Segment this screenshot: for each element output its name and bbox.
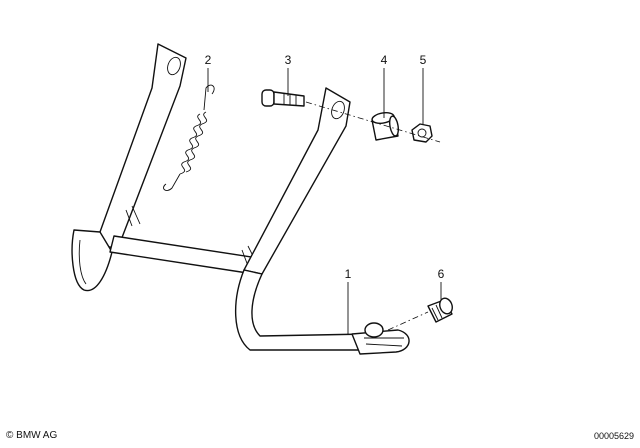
- callout-2: 2: [205, 53, 212, 67]
- rubber-buffer[interactable]: [427, 296, 454, 323]
- tension-spring[interactable]: [163, 84, 215, 191]
- nut[interactable]: [411, 123, 433, 143]
- copyright-text: © BMW AG: [6, 430, 58, 441]
- callout-4: 4: [381, 53, 388, 67]
- callout-3: 3: [285, 53, 292, 67]
- assembly-axis-lines: [305, 101, 441, 331]
- callout-6: 6: [438, 267, 445, 281]
- bolt[interactable]: [261, 89, 305, 107]
- bushing[interactable]: [371, 111, 400, 141]
- callout-5: 5: [420, 53, 427, 67]
- callout-1: 1: [345, 267, 352, 281]
- main-stand[interactable]: [71, 43, 410, 355]
- callout-labels: 2 3 4 5 1 6: [205, 53, 445, 281]
- diagram-id: 00005629: [593, 431, 634, 441]
- leader-lines: [207, 68, 442, 334]
